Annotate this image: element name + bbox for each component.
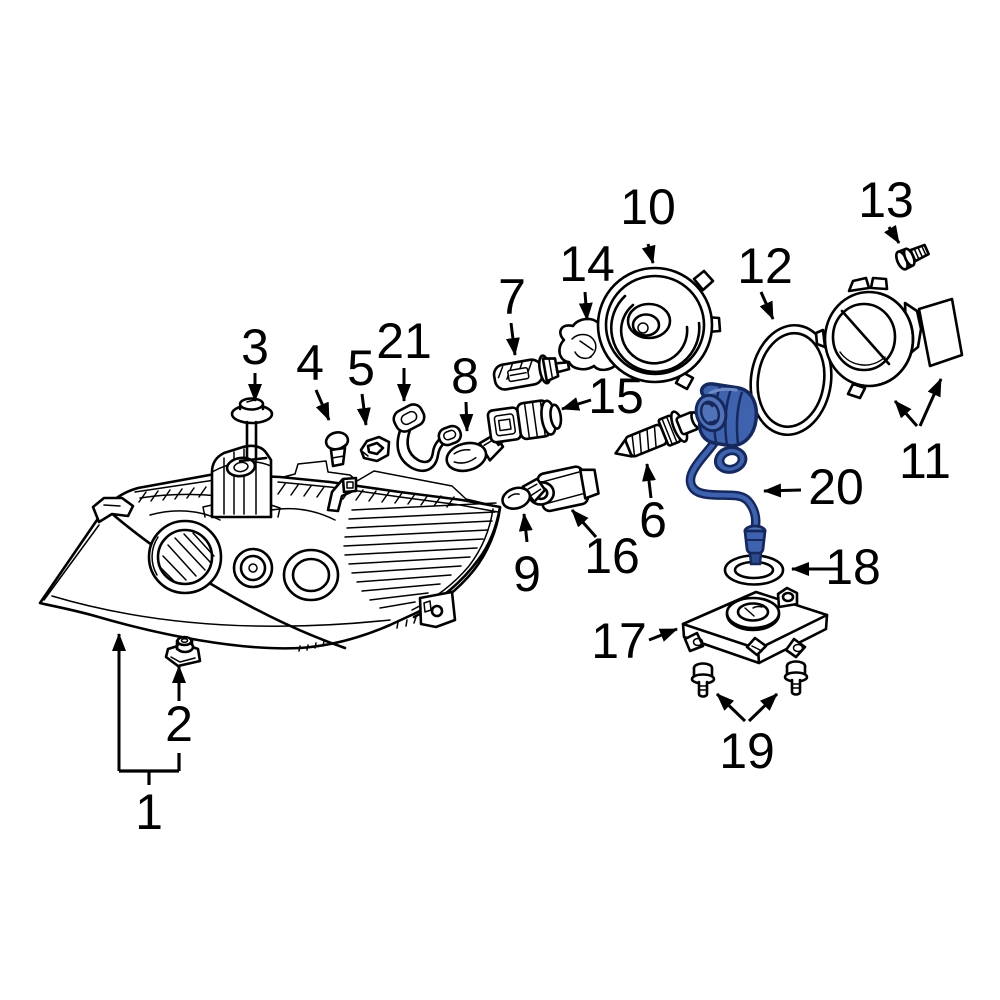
- arrow-to-part-16: [570, 509, 598, 538]
- arrow-to-part-14: [578, 291, 593, 321]
- arrow-to-part-6: [642, 463, 656, 499]
- connector-body: [743, 529, 767, 556]
- callout-16-label: 16: [584, 528, 640, 584]
- arrow-to-part-17: [648, 627, 678, 642]
- arrow-to-part-12: [759, 291, 775, 320]
- part-7-halogen-bulb: [492, 354, 571, 391]
- part-5-clip-nut: [359, 435, 391, 463]
- callout-leaders: [112, 224, 943, 785]
- callout-12-label: 12: [737, 238, 793, 294]
- part-2-mounting-clip-nut: [164, 635, 202, 668]
- right-lamp-opening: [282, 548, 340, 602]
- arrow-to-part-9: [518, 513, 533, 543]
- left-tab: [91, 496, 135, 524]
- part-9-wedge-bulb: [501, 477, 547, 510]
- arrow-to-part-7: [505, 322, 520, 356]
- part-11-shield-sheet: [917, 297, 964, 368]
- callout-7-label: 7: [498, 269, 526, 325]
- part-19-bolt-left: [690, 662, 716, 698]
- part-21-wire-harness-clip: [392, 403, 463, 473]
- rear-housing-silhouette: [271, 460, 501, 508]
- socket-bayonet-slots: [704, 402, 718, 424]
- callout-4-label: 4: [296, 335, 324, 391]
- callout-15-label: 15: [588, 368, 644, 424]
- arrow-to-part-11-ring: [893, 400, 919, 427]
- callout-1-bracket: [119, 753, 181, 785]
- callout-13-label: 13: [858, 172, 914, 228]
- callout-19-label: 19: [719, 723, 775, 779]
- arrow-to-part-5: [356, 393, 371, 426]
- part-12-gasket-ring: [749, 323, 833, 437]
- middle-lamp-opening: [232, 547, 274, 589]
- arrow-to-part-15: [561, 397, 592, 411]
- callout-5-label: 5: [347, 340, 375, 396]
- side-mounting-tab: [418, 590, 457, 629]
- callout-21-label: 21: [376, 313, 432, 369]
- part-6-hid-bulb: [614, 410, 702, 458]
- callout-14-label: 14: [559, 236, 615, 292]
- arrow-to-part-4: [314, 389, 331, 421]
- part-4-screw-plug: [324, 431, 350, 468]
- rear-bracket-arm: [326, 476, 358, 513]
- grille-hatch: [343, 502, 497, 609]
- part-17-ballast-unit: [681, 586, 829, 665]
- part-10-seal-cover: [596, 266, 722, 391]
- top-mounting-bracket: [202, 444, 281, 519]
- callout-10-label: 10: [620, 179, 676, 235]
- arrow-to-part-10: [641, 243, 656, 264]
- part-11-retaining-ring: [814, 276, 923, 400]
- harness-wire: [688, 440, 758, 532]
- callout-17-label: 17: [591, 613, 647, 669]
- arrow-to-part-19-right: [747, 692, 779, 723]
- part-20-igniter-wire-harness: [685, 382, 767, 566]
- part-1-headlamp-assembly: [38, 444, 502, 652]
- arrow-to-part-13: [884, 224, 901, 244]
- callout-6-label: 6: [639, 492, 667, 548]
- arrow-to-part-20: [763, 483, 802, 498]
- harness-loop-hole: [721, 452, 741, 468]
- arrow-to-part-19-left: [715, 692, 747, 723]
- connector-tip: [748, 551, 763, 566]
- callout-8-label: 8: [451, 348, 479, 404]
- callout-18-label: 18: [825, 539, 881, 595]
- socket-face-ring: [699, 400, 721, 426]
- projector-lens: [147, 519, 223, 595]
- callout-20-label: 20: [808, 459, 864, 515]
- callout-1-label: 1: [135, 784, 163, 840]
- arrow-to-part-8: [459, 401, 474, 432]
- callout-9-label: 9: [513, 546, 541, 602]
- part-13-bolt: [895, 243, 930, 271]
- callout-2-label: 2: [165, 696, 193, 752]
- callout-labels: 1 2 3 4 5 6 7 8 9 10 11 12 13 14 15 16 1…: [135, 172, 951, 840]
- part-15-bulb-socket: [486, 399, 563, 444]
- callout-11-label: 11: [899, 433, 951, 489]
- callout-3-label: 3: [241, 319, 269, 375]
- part-19-bolt-right: [783, 660, 809, 696]
- arrow-to-part-11-shield: [918, 378, 943, 427]
